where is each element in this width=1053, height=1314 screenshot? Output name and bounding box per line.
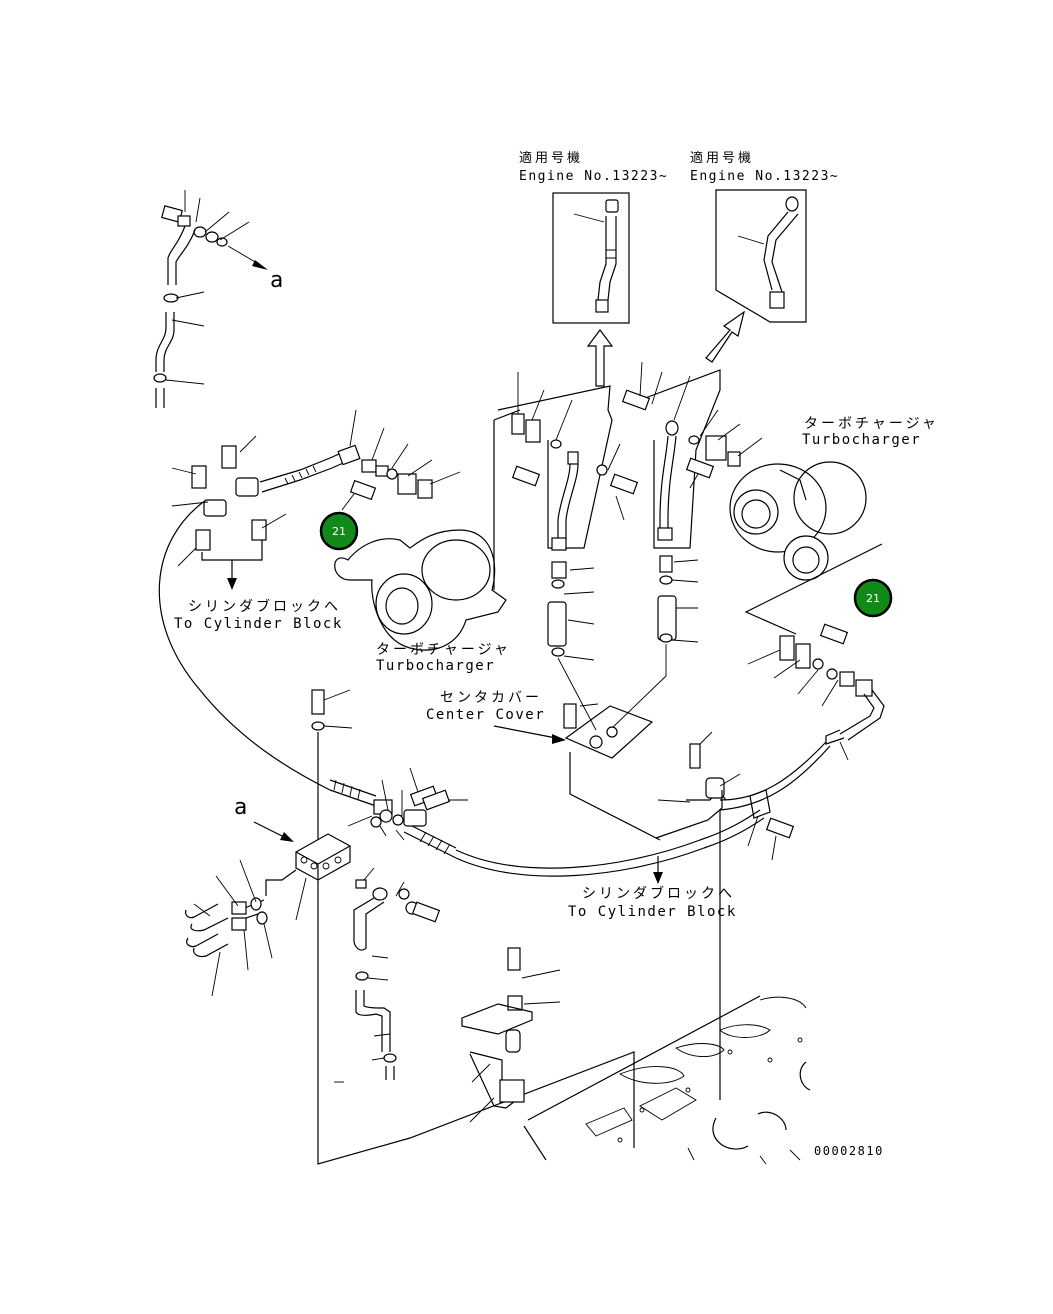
svg-text:21: 21 [332,525,346,538]
distribution-block [185,689,468,997]
engine-note-left-jp: 適用号機 [519,150,583,166]
engine-box-left [552,192,630,324]
cyl-bottom-jp: シリンダブロックへ [582,885,735,902]
turbo-right-en: Turbocharger [802,432,921,448]
ref-a-top: a [270,268,285,293]
ref-a-mid: a [234,795,249,820]
center-cover-jp: センタカバー [440,690,542,706]
center-cover [493,703,661,841]
top-left-pipe-group [153,190,268,408]
cyl-left-en: To Cylinder Block [174,616,343,632]
center-turbocharger [334,409,521,651]
left-loop-hose [158,499,331,791]
turbo-right-jp: ターボチャージャ [804,416,939,432]
right-turbocharger [685,423,883,635]
small-bent-pipe [334,867,441,1083]
lower-right-bracket [655,731,795,861]
engine-note-right-en: Engine No.13223~ [690,169,839,184]
engine-block-sketch [461,947,811,1165]
engine-note-left-en: Engine No.13223~ [519,169,668,184]
left-pipe-group [171,409,461,590]
up-arrow-right [705,310,745,363]
svg-text:21: 21 [866,592,880,605]
callout-badge-21-left[interactable]: 21 [319,511,359,551]
center-cover-en: Center Cover [426,707,545,723]
turbo-center-en: Turbocharger [376,658,495,674]
center-oil-pipes [497,361,721,731]
turbo-center-jp: ターボチャージャ [376,642,511,658]
up-arrow-left [586,329,614,387]
lower-hose [455,809,761,869]
cyl-left-jp: シリンダブロックへ [188,598,341,615]
engine-box-right [715,189,807,323]
cyl-bottom-en: To Cylinder Block [568,904,737,920]
right-fittings [719,623,885,811]
drawing-number: 00002810 [814,1144,884,1158]
callout-badge-21-right[interactable]: 21 [853,578,893,618]
engine-note-right-jp: 適用号機 [690,150,754,166]
